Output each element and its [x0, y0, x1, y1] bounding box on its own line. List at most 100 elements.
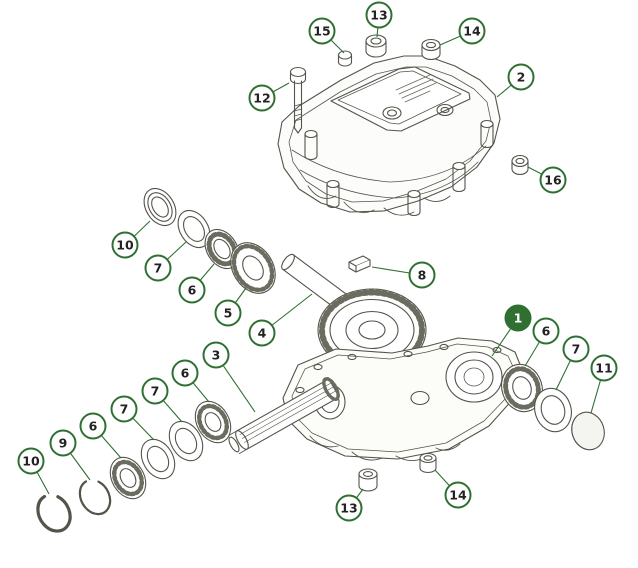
- callout-number: 11: [595, 360, 612, 375]
- cover-bolt-drawing: [289, 66, 307, 134]
- callout-number: 2: [517, 69, 526, 84]
- callout-6[interactable]: 6: [532, 317, 560, 345]
- shaft-key-drawing: [348, 255, 371, 273]
- cover-nameplate-drawing: [395, 74, 437, 103]
- callout-circle[interactable]: [458, 17, 486, 45]
- callout-number: 3: [212, 347, 221, 362]
- lower-bearing-chain-drawing: [36, 400, 232, 533]
- callout-12[interactable]: 12: [248, 84, 276, 112]
- callout-3[interactable]: 3: [202, 341, 230, 369]
- callout-7[interactable]: 7: [562, 335, 590, 363]
- callout-number: 7: [154, 260, 163, 275]
- bearing-cup-drawing: [177, 209, 211, 249]
- end-cap-drawing: [571, 411, 605, 451]
- oil-seal-drawing: [143, 187, 177, 227]
- right-bearing-set-drawing: [501, 363, 605, 451]
- drain-plug-drawing: [358, 468, 378, 492]
- callout-circle[interactable]: [308, 17, 336, 45]
- cover-flange-bolts-drawing: [304, 119, 494, 217]
- callout-6[interactable]: 6: [171, 359, 199, 387]
- callout-number: 9: [59, 435, 68, 450]
- callout-number: 4: [258, 325, 267, 340]
- callout-number: 10: [116, 237, 134, 252]
- callout-15[interactable]: 15: [308, 17, 336, 45]
- callout-circle[interactable]: [214, 299, 242, 327]
- callout-number: 7: [120, 401, 129, 416]
- callout-number: 6: [89, 418, 98, 433]
- bearing-cup-drawing: [168, 420, 204, 462]
- callout-8[interactable]: 8: [408, 261, 436, 289]
- bearing-bore-drawing: [445, 351, 503, 403]
- callout-9[interactable]: 9: [49, 429, 77, 457]
- callout-circle[interactable]: [507, 63, 535, 91]
- callout-circle[interactable]: [444, 481, 472, 509]
- callout-number: 10: [22, 453, 40, 468]
- callout-7[interactable]: 7: [141, 377, 169, 405]
- bearing-cup-drawing: [140, 438, 176, 480]
- callout-11[interactable]: 11: [590, 354, 618, 382]
- callout-13[interactable]: 13: [335, 494, 363, 522]
- retaining-ring-drawing: [36, 494, 72, 533]
- callout-circle[interactable]: [562, 335, 590, 363]
- callout-circle[interactable]: [408, 261, 436, 289]
- bearing-cone-drawing: [109, 456, 147, 500]
- callout-circle[interactable]: [248, 319, 276, 347]
- callout-circle[interactable]: [539, 166, 567, 194]
- callout-circle[interactable]: [504, 304, 532, 332]
- callout-number: 7: [151, 383, 160, 398]
- gear-case-cover-drawing: [277, 55, 501, 216]
- callout-circle[interactable]: [144, 254, 172, 282]
- splined-shaft-drawing: [228, 376, 340, 455]
- callout-circle[interactable]: [79, 412, 107, 440]
- callout-10[interactable]: 10: [111, 231, 139, 259]
- callout-number: 16: [544, 172, 562, 187]
- fill-cap-drawing: [365, 34, 387, 58]
- callout-circle[interactable]: [141, 377, 169, 405]
- callout-number: 14: [449, 487, 467, 502]
- callout-2[interactable]: 2: [507, 63, 535, 91]
- callout-16[interactable]: 16: [539, 166, 567, 194]
- callout-number: 5: [224, 305, 233, 320]
- callout-5[interactable]: 5: [214, 299, 242, 327]
- callout-number: 1: [514, 310, 523, 325]
- callout-4[interactable]: 4: [248, 319, 276, 347]
- callout-number: 8: [418, 267, 427, 282]
- callout-circle[interactable]: [171, 359, 199, 387]
- callout-circle[interactable]: [365, 1, 393, 29]
- callout-number: 6: [181, 365, 190, 380]
- callout-circle[interactable]: [17, 447, 45, 475]
- callout-circle[interactable]: [202, 341, 230, 369]
- callout-13[interactable]: 13: [365, 1, 393, 29]
- callout-14[interactable]: 14: [444, 481, 472, 509]
- callout-number: 14: [463, 23, 481, 38]
- bearing-cone-drawing: [501, 363, 543, 413]
- callout-number: 6: [542, 323, 551, 338]
- callout-number: 13: [340, 500, 357, 515]
- snap-ring-drawing: [78, 480, 112, 516]
- callout-circle[interactable]: [590, 354, 618, 382]
- callout-number: 12: [253, 90, 270, 105]
- callout-14[interactable]: 14: [458, 17, 486, 45]
- callout-7[interactable]: 7: [144, 254, 172, 282]
- breather-cap-drawing: [421, 38, 441, 61]
- callout-circle[interactable]: [111, 231, 139, 259]
- callout-circle[interactable]: [49, 429, 77, 457]
- callout-circle[interactable]: [178, 276, 206, 304]
- bearing-cone-drawing: [194, 400, 232, 444]
- callout-6[interactable]: 6: [79, 412, 107, 440]
- callout-1[interactable]: 1: [504, 304, 532, 332]
- diagram-artwork: [36, 34, 605, 533]
- top-plug-drawing: [337, 50, 353, 67]
- callout-7[interactable]: 7: [110, 395, 138, 423]
- callout-circle[interactable]: [248, 84, 276, 112]
- callout-6[interactable]: 6: [178, 276, 206, 304]
- callout-number: 6: [188, 282, 197, 297]
- callout-10[interactable]: 10: [17, 447, 45, 475]
- callout-circle[interactable]: [110, 395, 138, 423]
- callout-circle[interactable]: [532, 317, 560, 345]
- callout-number: 13: [370, 7, 387, 22]
- vent-plug-drawing: [419, 452, 437, 474]
- callout-circle[interactable]: [335, 494, 363, 522]
